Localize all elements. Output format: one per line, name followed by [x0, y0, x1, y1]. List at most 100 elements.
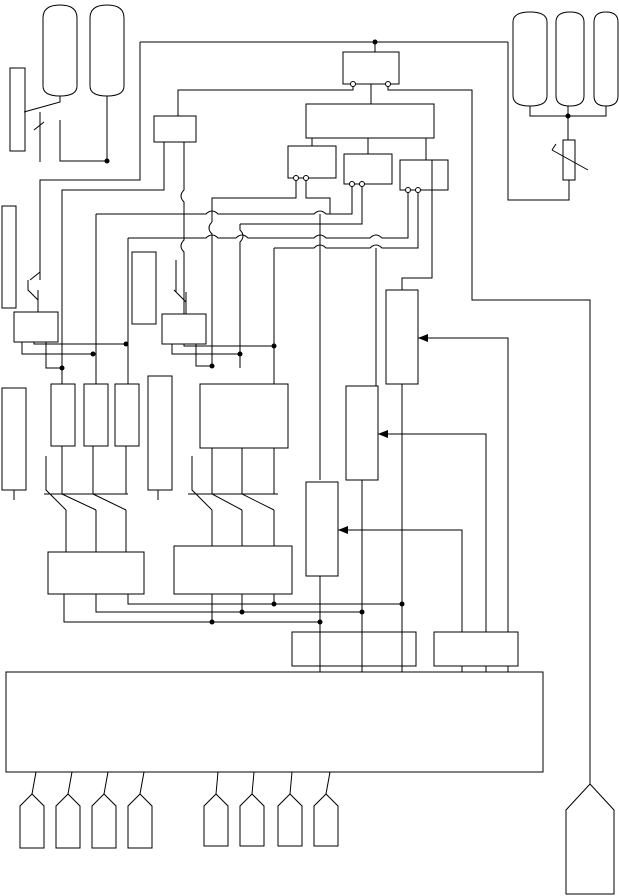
mid-block-5 [147, 375, 173, 491]
port [359, 181, 365, 187]
block-left-upper [153, 115, 197, 143]
left-middle-group [1, 205, 277, 384]
lower-bus-wires [63, 594, 402, 623]
switch-wires-right [157, 448, 278, 546]
port [349, 181, 355, 187]
bus-drop-wires [319, 604, 403, 672]
terminal-6 [239, 793, 265, 847]
junction-dot [209, 619, 215, 625]
junction-dot [209, 363, 215, 369]
bar-center-mid [131, 251, 157, 325]
top-bus [39, 39, 508, 280]
bottom-terminals [19, 771, 615, 895]
cylinder-left-b [89, 4, 125, 97]
junction-dot [372, 39, 378, 45]
lower-switch-cluster [13, 446, 293, 595]
relay-left-box [13, 311, 59, 343]
block-wide-wires [311, 138, 427, 160]
terminal-1 [19, 793, 45, 849]
junction-dot [104, 158, 110, 164]
mid-block-3 [83, 383, 109, 447]
junction-dot [90, 351, 96, 357]
mid-vertical-blocks [1, 289, 419, 577]
block-top-small [342, 51, 400, 85]
junction-dot [271, 601, 277, 607]
bus-connector-box-b [433, 631, 519, 667]
junction-dot [271, 343, 277, 349]
port [303, 175, 309, 181]
right-column-block-mid [345, 385, 379, 481]
switch-wires-left [13, 446, 128, 552]
feedback-arrows [319, 334, 509, 672]
relay-center-wires [173, 260, 187, 314]
base-panel [5, 671, 544, 773]
feedback-wire-2 [378, 433, 487, 672]
mid-block-4 [114, 383, 140, 447]
port [405, 187, 411, 193]
top-left-cylinder-group [9, 4, 125, 164]
terminal-7 [277, 793, 303, 847]
terminal-4 [127, 793, 153, 849]
terminal-8 [313, 793, 339, 847]
junction-dot [123, 341, 129, 347]
right-column-block-top [385, 289, 419, 385]
upper-blocks [61, 51, 591, 784]
top-right-cylinder-group [507, 11, 619, 201]
junction-dot [237, 351, 243, 357]
port [350, 81, 356, 87]
lower-block-center [173, 545, 293, 595]
distribution-wires [95, 160, 433, 480]
terminal-2 [55, 793, 81, 849]
dist-wire-a [211, 180, 331, 222]
port [415, 187, 421, 193]
relay-center-out [171, 344, 274, 367]
terminal-feed-wires [31, 771, 331, 795]
junction-dot [239, 609, 245, 615]
dist-wire-b [96, 186, 353, 215]
lower-bus [63, 594, 519, 672]
right-column-block-low [305, 481, 339, 577]
right-column-links [319, 384, 403, 622]
relay-center-box [161, 313, 207, 345]
block-wide-top [305, 103, 435, 139]
terminal-3 [91, 793, 117, 849]
mid-block-1 [1, 387, 27, 491]
mid-block-2 [50, 383, 76, 447]
dist-wire-h [319, 160, 433, 480]
block-left-upper-wires [61, 142, 185, 368]
lower-block-left [47, 551, 145, 595]
junction-dot [565, 113, 571, 119]
arrow-head [378, 430, 388, 438]
cylinder-right-wires [529, 106, 607, 140]
block-sub-a [287, 145, 337, 179]
block-sub-c [399, 159, 449, 191]
dist-wire-c [239, 186, 363, 368]
bar-left-top [9, 67, 26, 152]
bus-connector-box-a [291, 631, 417, 667]
cylinder-right-a [512, 11, 548, 107]
dist-wire-f [274, 192, 419, 249]
terminal-5 [203, 793, 229, 847]
cylinder-right-b [555, 11, 585, 107]
arrow-head [338, 526, 348, 534]
relay-left-out [21, 342, 126, 384]
feedback-wire-1 [418, 337, 509, 672]
bar-left-mid [1, 205, 17, 309]
cylinder-left-wires [23, 96, 108, 162]
arrow-head [418, 334, 428, 342]
mid-block-wide [199, 383, 289, 449]
dist-wire-d [208, 221, 213, 368]
port [385, 81, 391, 87]
cylinder-right-c [593, 11, 619, 107]
cylinder-left-a [42, 4, 78, 97]
resistor-wires [507, 42, 589, 201]
dist-wire-e [128, 192, 409, 239]
feedback-wire-3 [338, 529, 463, 672]
port [293, 175, 299, 181]
relay-left-wires [27, 271, 41, 312]
dist-wire-g [95, 214, 275, 384]
junction-dot [59, 365, 65, 371]
block-sub-b [343, 153, 393, 185]
